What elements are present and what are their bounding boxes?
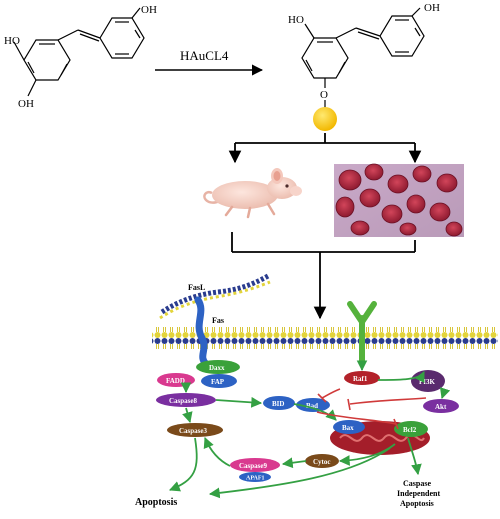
pi3k-node: PI3K [411,370,445,392]
caspase9-label: Caspase9 [239,462,268,470]
reactant-ho-left-label: HO [4,35,20,47]
daxx-label: Daxx [209,364,225,372]
bid-node: BID [263,396,295,410]
cell-membrane [152,325,498,351]
inhibition-lines [316,388,427,430]
product-ho-label: HO [288,14,304,26]
bcl2-label: Bcl2 [403,426,417,434]
product-oh-label: OH [424,2,440,14]
product-o-label: O [320,89,328,101]
fap-label: FAP [211,378,225,386]
caspase-independent-line2: Independent [397,489,440,498]
akt-label: Akt [435,403,447,411]
caspase-independent-line3: Apoptosis [400,499,434,508]
reactant-oh-bottom-label: OH [18,98,34,110]
mouse-illustration [203,168,302,219]
fas-receptor [194,296,210,368]
pathway-arrows [168,360,451,499]
fadd-label: FADD [166,377,185,385]
cells-micrograph [334,163,464,237]
bax-label: Bax [342,424,354,432]
fasl-label: FasL [188,283,205,292]
apaf1-label: APAF1 [246,476,265,482]
converge-arrows [231,232,416,320]
daxx-node: Daxx [196,360,240,374]
bax-node: Bax [333,420,365,434]
caspase8-label: Caspase8 [169,397,198,405]
reagent-label: HAuCL4 [180,48,229,63]
caspase3-label: Caspase3 [179,427,208,435]
fas-label: Fas [212,316,224,325]
bcl2-node: Bcl2 [394,421,428,437]
caspase3-node: Caspase3 [167,423,223,437]
akt-node: Akt [423,399,459,413]
caspase8-node: Caspase8 [156,393,216,407]
bad-label: Bad [306,402,318,410]
fasl-ligand [159,273,271,320]
caspase-independent-line1: Caspase [403,479,431,488]
raf1-label: Raf1 [353,375,368,383]
pi3k-label: PI3K [419,378,436,386]
raf1-node: Raf1 [344,371,380,385]
y-receptor [347,301,377,365]
branch-arrows [228,133,422,164]
apoptosis-label: Apoptosis [135,497,177,508]
resveratrol-structure [13,7,145,97]
fap-node: FAP [201,374,237,388]
gold-nanoparticle [313,107,337,131]
fadd-node: FADD [157,373,195,387]
bid-label: BID [272,400,284,408]
bad-node: Bad [296,398,330,412]
reactant-oh-top-label: OH [141,4,157,16]
cytoc-label: Cytoc [313,458,331,466]
caspase9-node: Caspase9 [230,458,280,472]
product-structure [301,7,425,108]
cytoc-node: Cytoc [305,454,339,468]
apaf1-node: APAF1 [239,472,271,482]
